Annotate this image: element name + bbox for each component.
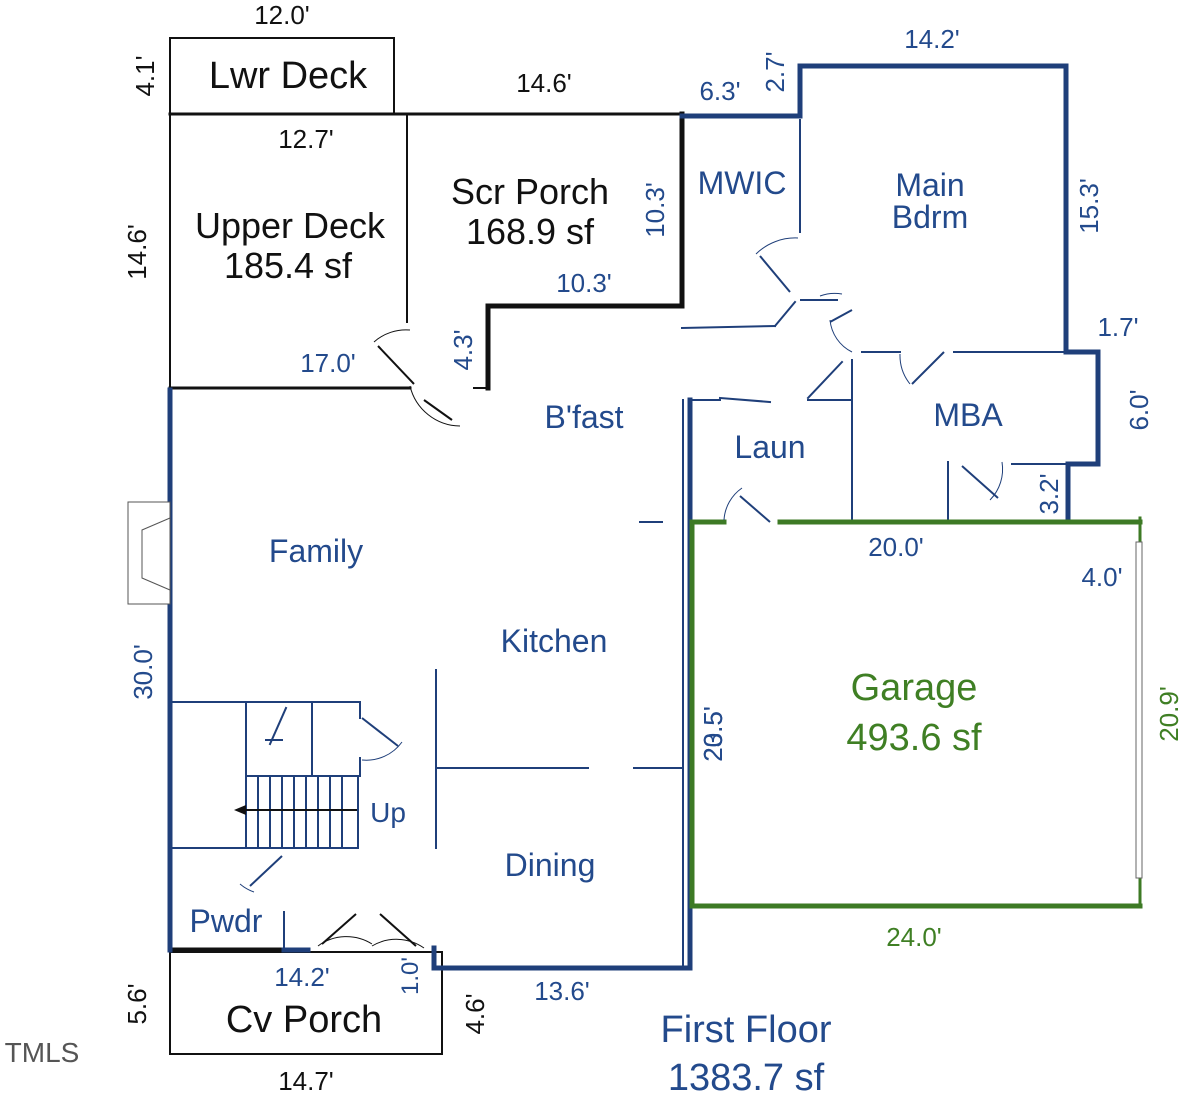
room-label-garage: Garage (851, 667, 978, 709)
room-label-mwic: MWIC (698, 165, 787, 201)
room-label-kitchen: Kitchen (501, 623, 608, 659)
stairs-label: Up (370, 797, 406, 828)
room-label-family: Family (269, 533, 363, 569)
room-label-powder: Pwdr (190, 903, 263, 939)
dim-garage-top-right: 4.0' (1081, 562, 1122, 592)
dim-mwic-top: 6.3' (699, 76, 740, 106)
fireplace (127, 501, 171, 605)
dim-upper-deck-side: 14.6' (122, 224, 152, 280)
room-label-main-bedroom-line1: Main (895, 167, 964, 203)
dimension-labels: 12.0' 4.1' 14.6' 12.7' 14.6' 10.3' 10.3'… (122, 0, 1182, 1096)
dim-mwic-jog: 2.7' (760, 51, 790, 92)
room-label-covered-porch: Cv Porch (226, 999, 382, 1041)
dim-garage-jog: 3.2' (1034, 473, 1064, 514)
dim-garage-top: 20.0' (868, 532, 924, 562)
dim-lower-deck-top: 12.0' (254, 0, 310, 30)
room-label-lower-deck: Lwr Deck (209, 55, 368, 97)
room-label-breakfast: B'fast (544, 399, 623, 435)
room-label-main-bedroom-line2: Bdrm (892, 199, 968, 235)
room-labels: Lwr Deck Upper Deck 185.4 sf Scr Porch 1… (190, 55, 1004, 1041)
dim-garage-bottom: 24.0' (886, 922, 942, 952)
dim-bedroom-right: 15.3' (1074, 178, 1104, 234)
dim-step-4-3: 4.3' (448, 329, 478, 370)
room-area-screen-porch: 168.9 sf (466, 211, 595, 252)
dim-kitchen-right-a: 23.5' (698, 706, 728, 762)
dim-mba-right: 6.0' (1124, 389, 1154, 430)
floor-area: 1383.7 sf (668, 1057, 825, 1096)
dim-bedroom-top: 14.2' (904, 24, 960, 54)
exterior-walls (167, 37, 685, 1055)
room-label-laundry: Laun (734, 429, 805, 465)
floor-title: First Floor (661, 1009, 832, 1051)
watermark: TMLS (5, 1037, 80, 1068)
dim-garage-right: 20.9' (1154, 686, 1182, 742)
room-area-garage: 493.6 sf (846, 717, 982, 759)
room-label-upper-deck: Upper Deck (195, 205, 386, 246)
dim-powder-bottom: 14.2' (274, 962, 330, 992)
dim-screen-porch-bottom: 10.3' (556, 268, 612, 298)
room-area-upper-deck: 185.4 sf (224, 245, 353, 286)
dim-porch-side: 4.6' (460, 993, 490, 1034)
dim-upper-deck-top: 12.7' (278, 124, 334, 154)
doors (239, 237, 1004, 949)
garage-door (1135, 541, 1143, 879)
dim-upper-deck-bottom: 17.0' (300, 348, 356, 378)
garage-walls (689, 516, 1143, 909)
dim-covered-porch-left: 5.6' (122, 983, 152, 1024)
dim-mba-jog: 1.7' (1097, 312, 1138, 342)
dim-lower-deck-side: 4.1' (130, 55, 160, 96)
stairs (234, 706, 357, 849)
room-label-mba: MBA (933, 397, 1003, 433)
dim-screen-porch-right: 10.3' (640, 182, 670, 238)
room-label-dining: Dining (505, 847, 596, 883)
room-label-screen-porch: Scr Porch (451, 171, 609, 212)
dim-kitchen-right-b: 20.5' (698, 706, 728, 762)
dim-screen-porch-top: 14.6' (516, 68, 572, 98)
dim-covered-porch-bottom: 14.7' (278, 1066, 334, 1096)
dim-family-left: 30.0' (128, 644, 158, 700)
dim-porch-step: 1.0' (397, 957, 424, 995)
dim-dining-bottom: 13.6' (534, 976, 590, 1006)
arrow-left-icon (234, 805, 246, 815)
screen-porch-wall (485, 111, 685, 391)
